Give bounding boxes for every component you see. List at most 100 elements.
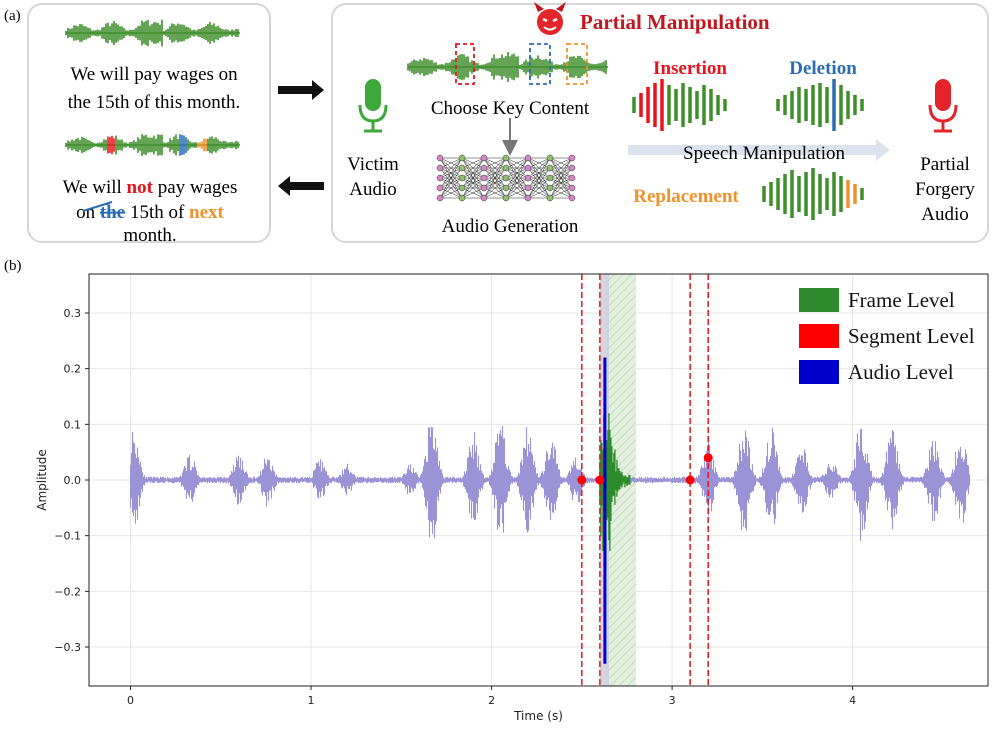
- sentence-box: [27, 3, 271, 243]
- nn-edge: [439, 157, 463, 199]
- nn-node: [524, 164, 532, 172]
- nn-edge: [505, 157, 529, 169]
- segment-point: [685, 475, 695, 485]
- x-tick-label: 3: [669, 694, 676, 707]
- nn-edge: [483, 157, 507, 169]
- forged-sentence-line1: We will not pay wages: [63, 177, 238, 198]
- deletion-label: Deletion: [789, 58, 857, 79]
- neural-network-icon: [436, 154, 576, 202]
- legend-swatch: [799, 360, 839, 384]
- y-axis-label: Amplitude: [35, 449, 49, 511]
- nn-edge: [439, 177, 463, 199]
- nn-node: [458, 184, 466, 192]
- forged-sentence-line2: on the 15th of next: [76, 202, 224, 223]
- nn-edge: [527, 157, 551, 199]
- nn-node: [436, 194, 444, 202]
- nn-edge: [527, 187, 551, 199]
- nn-edge: [549, 187, 573, 199]
- nn-node: [502, 164, 510, 172]
- nn-node: [568, 174, 576, 182]
- nn-edge: [505, 177, 529, 199]
- forged-text-part: on: [76, 202, 100, 223]
- nn-node: [436, 154, 444, 162]
- segment-boundaries: [577, 274, 713, 686]
- legend-label: Segment Level: [848, 324, 975, 348]
- replacement-waveform: [762, 168, 864, 220]
- insertion-label: Insertion: [653, 58, 727, 79]
- insertion-marker-box: [455, 43, 475, 85]
- nn-edge: [505, 187, 529, 199]
- choose-key-content-label: Choose Key Content: [431, 98, 590, 119]
- victim-audio-label-line1: Victim: [347, 154, 399, 175]
- nn-edge: [549, 167, 573, 199]
- partial-manipulation-title: Partial Manipulation: [580, 10, 770, 34]
- nn-edge: [527, 157, 551, 169]
- legend-swatch: [799, 324, 839, 348]
- y-tick-label: 0.1: [64, 418, 82, 431]
- forged-waveform: [65, 134, 240, 156]
- panel-b-label: (b): [4, 258, 22, 274]
- speech-manipulation-arrow-icon: [628, 139, 890, 161]
- pipeline-diagram: (a) We will pay wages on the 15th of thi…: [4, 2, 989, 246]
- nn-node: [480, 184, 488, 192]
- nn-node: [480, 174, 488, 182]
- segment-point: [595, 475, 605, 485]
- nn-node: [502, 194, 510, 202]
- waveform-path: [129, 425, 971, 541]
- nn-edge: [483, 157, 507, 199]
- nn-node: [568, 194, 576, 202]
- nn-edge: [461, 157, 485, 169]
- deleted-word: the: [100, 202, 125, 223]
- key-content-waveform: [407, 52, 608, 82]
- forged-text-part: 15th of: [125, 202, 189, 223]
- nn-node: [436, 184, 444, 192]
- replacement-marker-box: [566, 43, 588, 85]
- nn-edge: [505, 157, 529, 179]
- nn-edge: [549, 157, 573, 169]
- nn-node: [546, 184, 554, 192]
- nn-edge: [439, 157, 463, 169]
- x-tick-label: 2: [488, 694, 495, 707]
- nn-node: [458, 194, 466, 202]
- nn-edge: [439, 187, 463, 199]
- nn-edge: [439, 167, 463, 199]
- speech-manipulation-label: Speech Manipulation: [683, 143, 845, 164]
- nn-edge: [461, 187, 485, 199]
- inserted-word: not: [127, 177, 154, 198]
- nn-edge: [505, 167, 529, 199]
- nn-edge: [505, 157, 529, 199]
- nn-edge: [461, 177, 485, 199]
- strike-line: [82, 201, 113, 212]
- y-tick-label: −0.1: [54, 530, 81, 543]
- original-waveform: [65, 19, 240, 47]
- nn-edge: [549, 177, 573, 199]
- nn-node: [568, 164, 576, 172]
- replacement-label: Replacement: [633, 186, 739, 207]
- nn-node: [480, 154, 488, 162]
- nn-edge: [549, 157, 573, 199]
- nn-node: [502, 174, 510, 182]
- nn-edge: [527, 157, 551, 179]
- nn-edge: [505, 157, 529, 189]
- nn-node: [502, 184, 510, 192]
- nn-node: [436, 164, 444, 172]
- nn-node: [436, 174, 444, 182]
- nn-node: [524, 194, 532, 202]
- nn-edge: [527, 167, 551, 199]
- arrow-left-icon: [278, 176, 324, 196]
- nn-edge: [461, 167, 485, 199]
- nn-node: [546, 154, 554, 162]
- nn-edge: [549, 157, 573, 179]
- devil-icon: [534, 2, 566, 35]
- x-tick-label: 1: [308, 694, 315, 707]
- nn-edge: [527, 157, 551, 189]
- x-tick-label: 0: [127, 694, 134, 707]
- nn-edge: [527, 177, 551, 199]
- nn-node: [546, 174, 554, 182]
- nn-node: [502, 154, 510, 162]
- partial-forgery-label-line2: Forgery: [915, 179, 975, 200]
- x-axis-label: Time (s): [513, 709, 563, 723]
- nn-edge: [483, 157, 507, 189]
